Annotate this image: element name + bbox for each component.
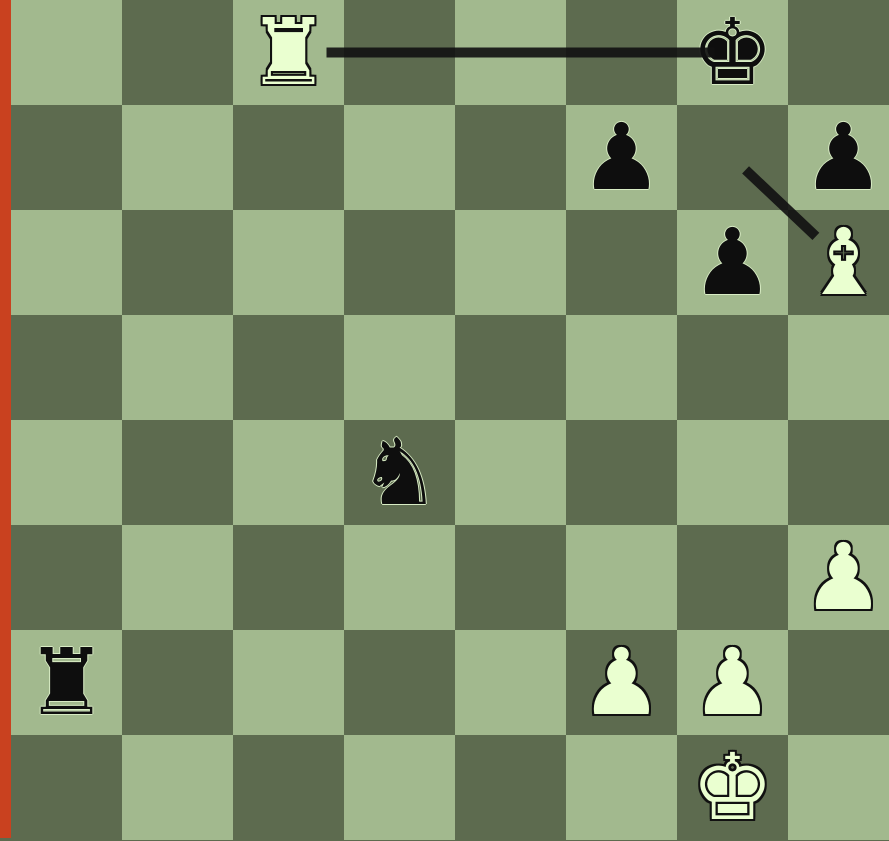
white-bishop-icon[interactable]: ♝ <box>788 210 889 315</box>
square-f4[interactable] <box>566 420 677 525</box>
black-knight-icon[interactable]: ♞ <box>344 420 455 525</box>
square-g5[interactable] <box>677 315 788 420</box>
square-h6[interactable]: ♝ <box>788 210 889 315</box>
square-e2[interactable] <box>455 630 566 735</box>
square-h7[interactable]: ♟ <box>788 105 889 210</box>
square-c2[interactable] <box>233 630 344 735</box>
window-edge-strip <box>0 0 11 838</box>
square-b3[interactable] <box>122 525 233 630</box>
black-rook-icon[interactable]: ♜ <box>11 630 122 735</box>
square-d3[interactable] <box>344 525 455 630</box>
square-a5[interactable] <box>11 315 122 420</box>
square-g2[interactable]: ♟ <box>677 630 788 735</box>
square-h3[interactable]: ♟ <box>788 525 889 630</box>
square-g7[interactable] <box>677 105 788 210</box>
square-g3[interactable] <box>677 525 788 630</box>
square-a1[interactable] <box>11 735 122 840</box>
square-c6[interactable] <box>233 210 344 315</box>
square-f3[interactable] <box>566 525 677 630</box>
square-c4[interactable] <box>233 420 344 525</box>
square-c7[interactable] <box>233 105 344 210</box>
square-a7[interactable] <box>11 105 122 210</box>
square-d4[interactable]: ♞ <box>344 420 455 525</box>
black-pawn-icon[interactable]: ♟ <box>677 210 788 315</box>
square-h5[interactable] <box>788 315 889 420</box>
white-rook-icon[interactable]: ♜ <box>233 0 344 105</box>
square-a2[interactable]: ♜ <box>11 630 122 735</box>
square-a3[interactable] <box>11 525 122 630</box>
square-a6[interactable] <box>11 210 122 315</box>
square-d1[interactable] <box>344 735 455 840</box>
square-d2[interactable] <box>344 630 455 735</box>
square-d6[interactable] <box>344 210 455 315</box>
square-e4[interactable] <box>455 420 566 525</box>
square-g8[interactable]: ♚ <box>677 0 788 105</box>
square-e8[interactable] <box>455 0 566 105</box>
square-c8[interactable]: ♜ <box>233 0 344 105</box>
square-b5[interactable] <box>122 315 233 420</box>
square-b6[interactable] <box>122 210 233 315</box>
square-d7[interactable] <box>344 105 455 210</box>
square-f7[interactable]: ♟ <box>566 105 677 210</box>
square-f1[interactable] <box>566 735 677 840</box>
square-g6[interactable]: ♟ <box>677 210 788 315</box>
square-c5[interactable] <box>233 315 344 420</box>
white-pawn-icon[interactable]: ♟ <box>788 525 889 630</box>
square-c3[interactable] <box>233 525 344 630</box>
chess-board: ♜♚♟♟♟♝♞♟♜♟♟♚ <box>11 0 889 840</box>
square-d5[interactable] <box>344 315 455 420</box>
square-f2[interactable]: ♟ <box>566 630 677 735</box>
square-h4[interactable] <box>788 420 889 525</box>
square-a8[interactable] <box>11 0 122 105</box>
square-a4[interactable] <box>11 420 122 525</box>
square-e3[interactable] <box>455 525 566 630</box>
square-f8[interactable] <box>566 0 677 105</box>
black-king-icon[interactable]: ♚ <box>677 0 788 105</box>
square-b7[interactable] <box>122 105 233 210</box>
square-f6[interactable] <box>566 210 677 315</box>
black-pawn-icon[interactable]: ♟ <box>566 105 677 210</box>
square-c1[interactable] <box>233 735 344 840</box>
square-b8[interactable] <box>122 0 233 105</box>
white-king-icon[interactable]: ♚ <box>677 735 788 840</box>
square-f5[interactable] <box>566 315 677 420</box>
square-e5[interactable] <box>455 315 566 420</box>
square-e6[interactable] <box>455 210 566 315</box>
square-h8[interactable] <box>788 0 889 105</box>
square-g1[interactable]: ♚ <box>677 735 788 840</box>
square-e1[interactable] <box>455 735 566 840</box>
square-b1[interactable] <box>122 735 233 840</box>
square-d8[interactable] <box>344 0 455 105</box>
square-e7[interactable] <box>455 105 566 210</box>
square-g4[interactable] <box>677 420 788 525</box>
square-h2[interactable] <box>788 630 889 735</box>
square-b2[interactable] <box>122 630 233 735</box>
white-pawn-icon[interactable]: ♟ <box>677 630 788 735</box>
square-h1[interactable] <box>788 735 889 840</box>
white-pawn-icon[interactable]: ♟ <box>566 630 677 735</box>
square-b4[interactable] <box>122 420 233 525</box>
black-pawn-icon[interactable]: ♟ <box>788 105 889 210</box>
